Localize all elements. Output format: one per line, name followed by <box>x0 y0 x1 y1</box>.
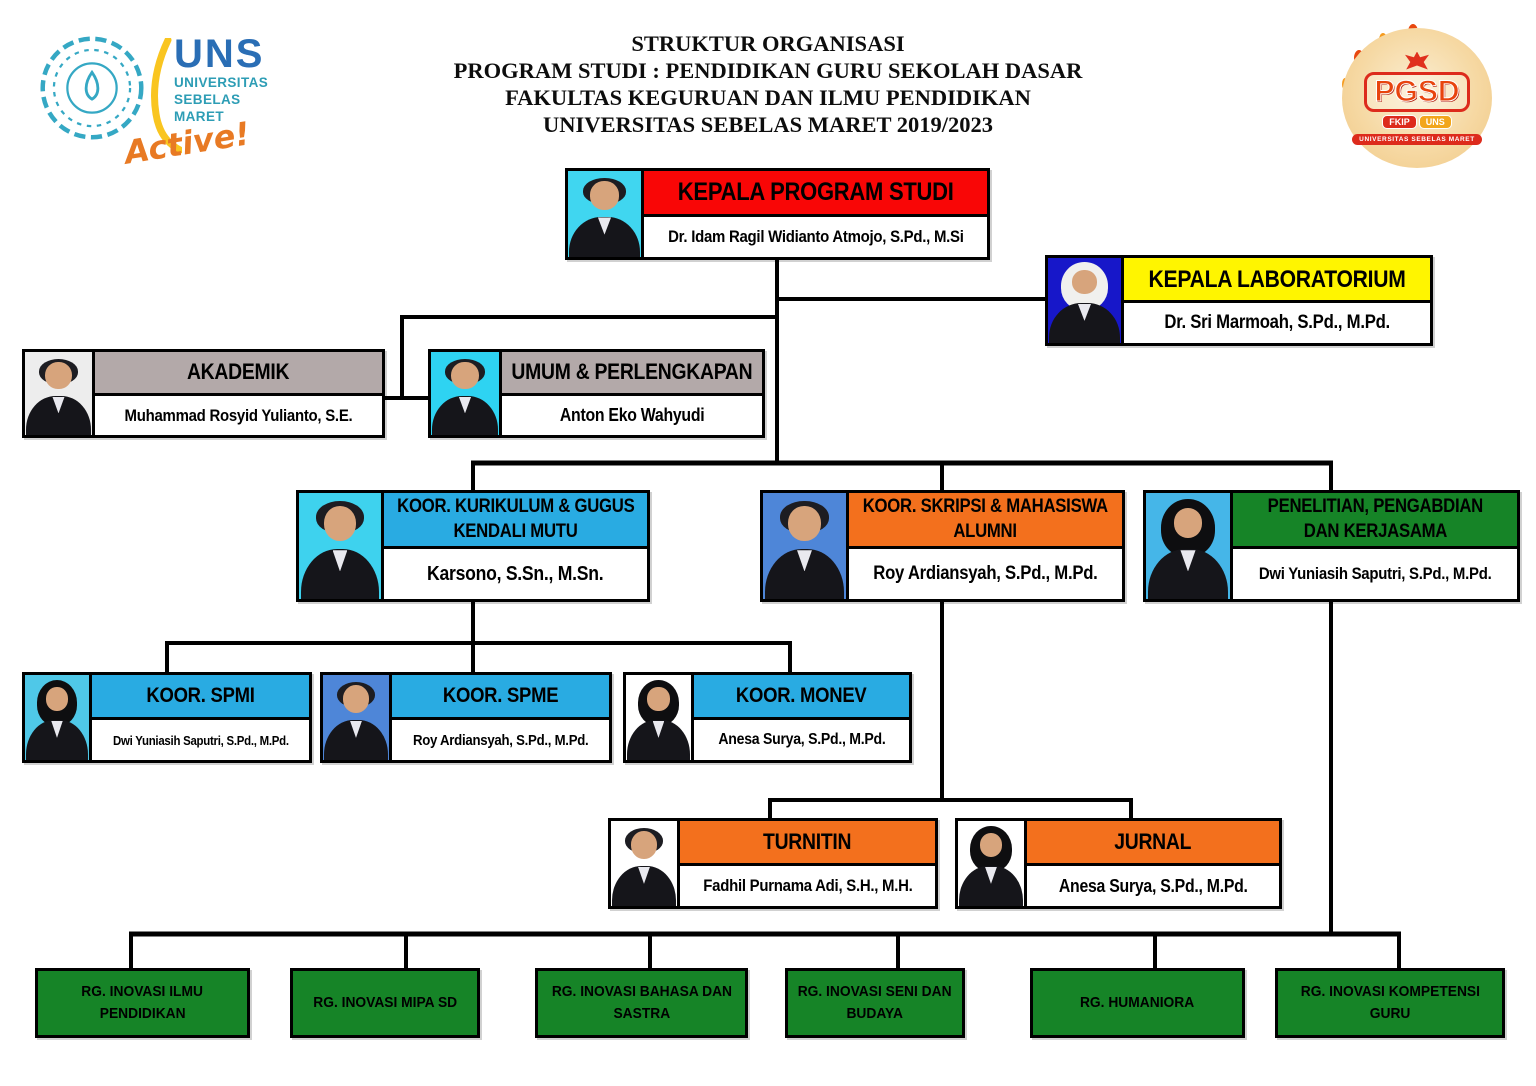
name-koor-spme: Roy Ardiansyah, S.Pd., M.Pd. <box>392 720 609 760</box>
name-turnitin: Fadhil Purnama Adi, S.H., M.H. <box>680 866 935 906</box>
photo-penelitian-pengabdian <box>1146 493 1233 599</box>
name-koor-monev: Anesa Surya, S.Pd., M.Pd. <box>694 720 909 760</box>
org-box-koor-monev: KOOR. MONEV Anesa Surya, S.Pd., M.Pd. <box>623 672 912 763</box>
photo-kepala-program-studi <box>568 171 644 257</box>
photo-koor-kurikulum <box>299 493 384 599</box>
title-akademik: AKADEMIK <box>95 352 382 397</box>
org-box-jurnal: JURNAL Anesa Surya, S.Pd., M.Pd. <box>955 818 1282 909</box>
title-line-3: FAKULTAS KEGURUAN DAN ILMU PENDIDIKAN <box>505 85 1031 110</box>
photo-turnitin <box>611 821 680 906</box>
title-line-1: STRUKTUR ORGANISASI <box>631 31 905 56</box>
title-line-4: UNIVERSITAS SEBELAS MARET 2019/2023 <box>543 112 993 137</box>
title-turnitin: TURNITIN <box>680 821 935 867</box>
name-koor-skripsi: Roy Ardiansyah, S.Pd., M.Pd. <box>849 549 1122 599</box>
name-jurnal: Anesa Surya, S.Pd., M.Pd. <box>1027 866 1279 906</box>
org-box-kepala-laboratorium: KEPALA LABORATORIUM Dr. Sri Marmoah, S.P… <box>1045 255 1433 346</box>
uns-flower-icon <box>40 36 144 140</box>
photo-koor-monev <box>626 675 694 760</box>
title-line-2: PROGRAM STUDI : PENDIDIKAN GURU SEKOLAH … <box>453 58 1083 83</box>
pgsd-ribbon-fkip: FKIP <box>1382 114 1417 129</box>
uns-logo: UNS UNIVERSITAS SEBELAS MARET Active! <box>36 26 286 176</box>
title-kepala-program-studi: KEPALA PROGRAM STUDI <box>644 171 987 217</box>
title-umum-perlengkapan: UMUM & PERLENGKAPAN <box>502 352 762 397</box>
uns-yellow-curve <box>151 38 182 154</box>
uns-name-line-1: UNIVERSITAS <box>174 75 269 90</box>
name-koor-kurikulum: Karsono, S.Sn., M.Sn. <box>384 549 647 599</box>
name-kepala-laboratorium: Dr. Sri Marmoah, S.Pd., M.Pd. <box>1124 303 1430 343</box>
photo-akademik <box>25 352 95 435</box>
photo-kepala-laboratorium <box>1048 258 1124 343</box>
uns-acronym: UNS <box>174 32 265 76</box>
org-box-kepala-program-studi: KEPALA PROGRAM STUDI Dr. Idam Ragil Widi… <box>565 168 990 260</box>
uns-name-line-2: SEBELAS MARET <box>174 92 241 124</box>
group-box-rg-humaniora: RG. HUMANIORA <box>1030 968 1245 1038</box>
org-box-koor-spme: KOOR. SPME Roy Ardiansyah, S.Pd., M.Pd. <box>320 672 612 763</box>
org-box-turnitin: TURNITIN Fadhil Purnama Adi, S.H., M.H. <box>608 818 938 909</box>
title-koor-spme: KOOR. SPME <box>392 675 609 721</box>
org-box-akademik: AKADEMIK Muhammad Rosyid Yulianto, S.E. <box>22 349 385 438</box>
name-akademik: Muhammad Rosyid Yulianto, S.E. <box>95 396 382 435</box>
photo-koor-spme <box>323 675 392 760</box>
title-kepala-laboratorium: KEPALA LABORATORIUM <box>1124 258 1430 304</box>
photo-umum-perlengkapan <box>431 352 502 435</box>
name-koor-spmi: Dwi Yuniasih Saputri, S.Pd., M.Pd. <box>92 720 309 760</box>
photo-jurnal <box>958 821 1027 906</box>
title-koor-monev: KOOR. MONEV <box>694 675 909 721</box>
pgsd-logo: PGSD FKIP UNS UNIVERSITAS SEBELAS MARET <box>1336 22 1508 174</box>
name-umum-perlengkapan: Anton Eko Wahyudi <box>502 396 762 435</box>
pgsd-ribbon-uns: UNS <box>1418 114 1452 129</box>
pgsd-acronym: PGSD <box>1374 74 1460 108</box>
page-title: STRUKTUR ORGANISASI PROGRAM STUDI : PEND… <box>298 30 1238 138</box>
name-kepala-program-studi: Dr. Idam Ragil Widianto Atmojo, S.Pd., M… <box>644 216 987 257</box>
pgsd-crown-icon <box>1405 51 1429 70</box>
title-koor-spmi: KOOR. SPMI <box>92 675 309 721</box>
photo-koor-skripsi <box>763 493 849 599</box>
pgsd-banner: UNIVERSITAS SEBELAS MARET <box>1352 133 1482 145</box>
group-box-rg-inovasi-mipa-sd: RG. INOVASI MIPA SD <box>290 968 480 1038</box>
photo-koor-spmi <box>25 675 92 760</box>
org-box-umum-perlengkapan: UMUM & PERLENGKAPAN Anton Eko Wahyudi <box>428 349 765 438</box>
name-penelitian-pengabdian: Dwi Yuniasih Saputri, S.Pd., M.Pd. <box>1233 549 1517 599</box>
title-jurnal: JURNAL <box>1027 821 1279 867</box>
org-box-koor-spmi: KOOR. SPMI Dwi Yuniasih Saputri, S.Pd., … <box>22 672 312 763</box>
